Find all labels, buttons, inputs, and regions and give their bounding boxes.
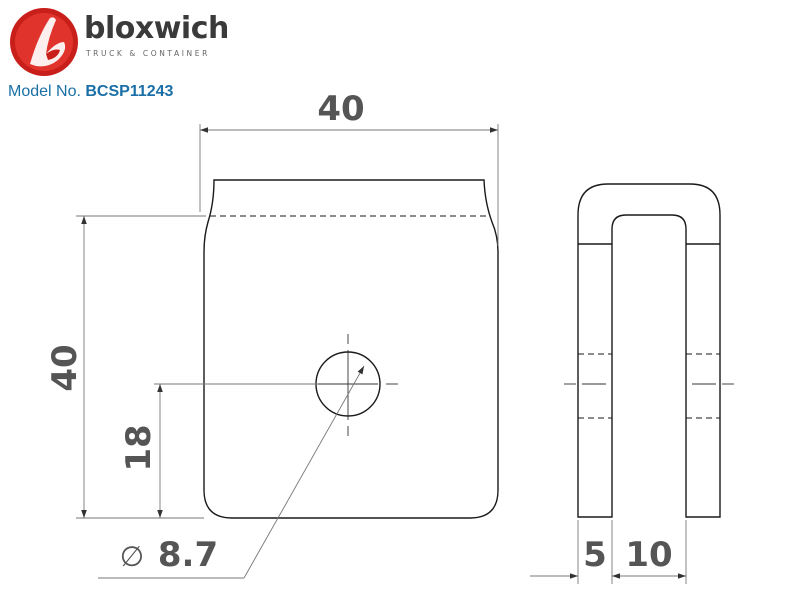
dim-hole-diameter xyxy=(98,365,365,579)
model-number-line: Model No. BCSP11243 xyxy=(8,84,173,100)
header: bloxwich TRUCK & CONTAINER Model No. BCS… xyxy=(0,0,320,110)
front-hole-centerlines xyxy=(300,334,398,436)
dim-hole-height xyxy=(154,383,318,518)
dim-hole-height-label: 18 xyxy=(119,424,159,471)
side-hole-hidden-lines xyxy=(578,353,720,419)
model-label: Model No. xyxy=(8,83,81,100)
dim-hole-diameter-label: 8.7 xyxy=(158,535,218,575)
dim-width-top-label: 40 xyxy=(317,89,364,129)
dim-height-left-label: 40 xyxy=(45,344,85,391)
dim-hole-diameter-symbol: ∅ xyxy=(120,540,144,573)
logo-swoosh-accent xyxy=(46,49,60,60)
model-number: BCSP11243 xyxy=(85,83,174,100)
brand-name: bloxwich xyxy=(84,11,229,46)
dim-side xyxy=(530,520,687,584)
side-view-outline xyxy=(577,183,721,518)
dim-thickness-label: 5 xyxy=(583,535,607,575)
dim-width-top xyxy=(199,124,499,246)
side-view xyxy=(577,183,721,518)
dim-height-left xyxy=(76,215,206,519)
bloxwich-logo xyxy=(10,8,78,76)
front-view xyxy=(203,179,499,519)
brand-tagline: TRUCK & CONTAINER xyxy=(86,49,210,58)
dim-gap-label: 10 xyxy=(625,535,672,575)
front-view-outline xyxy=(203,179,499,519)
